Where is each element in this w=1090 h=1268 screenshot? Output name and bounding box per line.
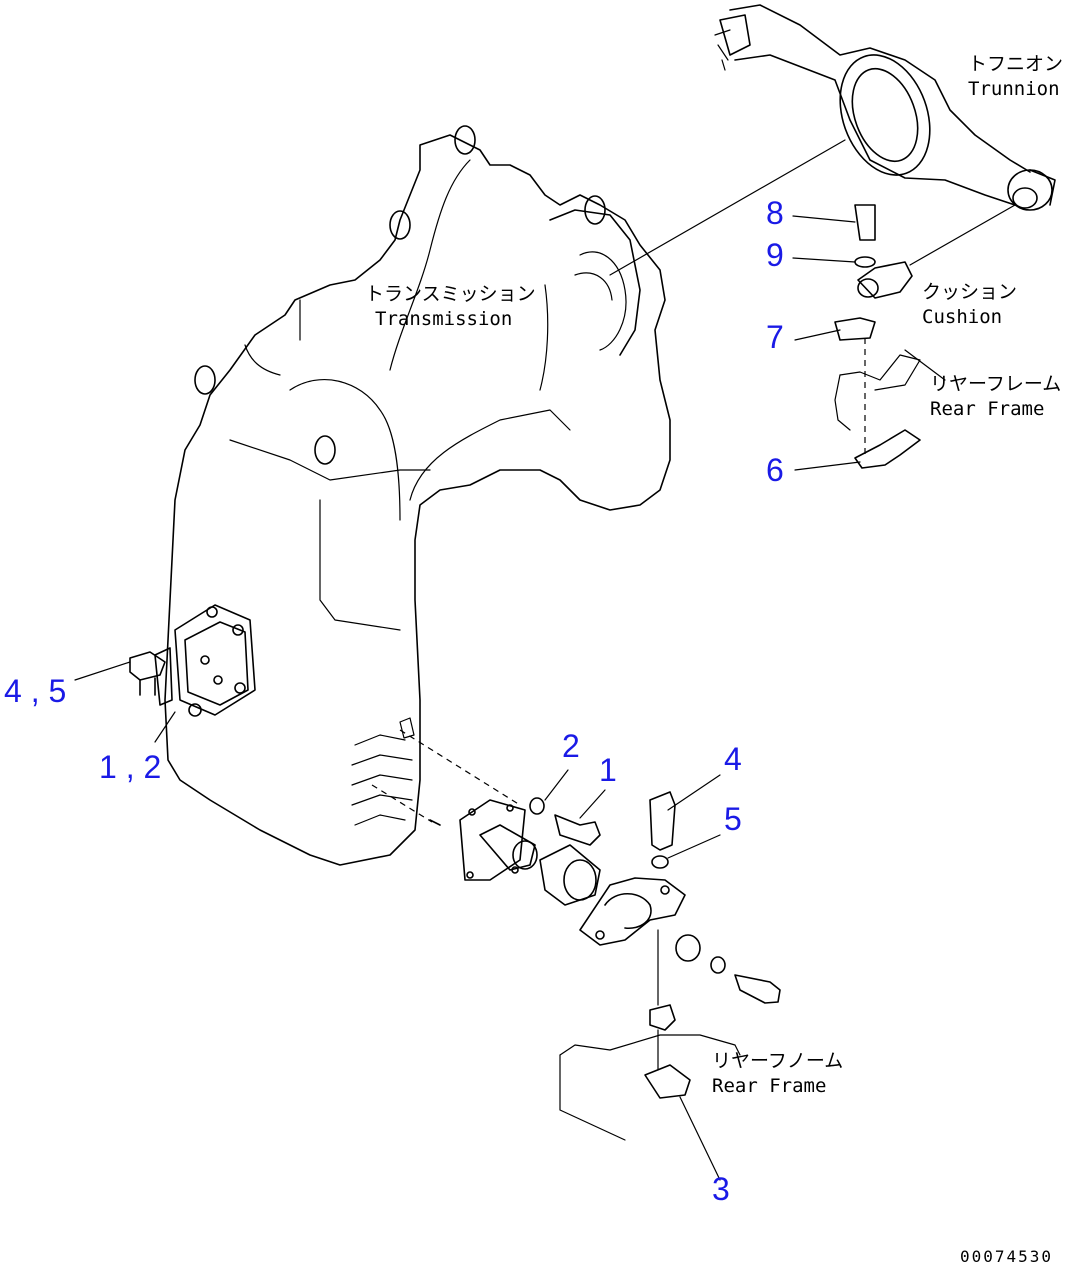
callout-7[interactable]: 7	[766, 319, 784, 355]
callout-6[interactable]: 6	[766, 452, 784, 488]
upper-rear-frame	[834, 204, 1016, 469]
transmission-label-en: Transmission	[375, 308, 512, 330]
front-mount-assembly	[371, 729, 781, 1006]
rear-frame-bottom-label-jp: リヤーフノーム	[712, 1050, 843, 1072]
callout-8[interactable]: 8	[766, 195, 784, 231]
drawing-code: 00074530	[960, 1247, 1053, 1266]
transmission-label-jp: トランスミッション	[365, 283, 536, 305]
callout-1[interactable]: 1	[599, 752, 617, 788]
cushion-label-jp: クッション	[922, 281, 1017, 303]
callout-3[interactable]: 3	[712, 1171, 730, 1207]
trunnion-label-jp: トフニオン	[968, 53, 1063, 75]
callout-4-5[interactable]: 4 , 5	[4, 673, 66, 709]
callout-leaders	[74, 215, 946, 859]
callout-9[interactable]: 9	[766, 237, 784, 273]
rear-frame-bottom-label-en: Rear Frame	[712, 1075, 826, 1097]
trunnion-part	[714, 4, 1056, 211]
left-flange-assembly	[129, 604, 256, 717]
cushion-label-en: Cushion	[922, 306, 1002, 328]
transmission-housing	[164, 125, 671, 866]
lower-rear-frame	[559, 1004, 741, 1181]
rear-frame-top-label-en: Rear Frame	[930, 398, 1044, 420]
rear-frame-top-label-jp: リヤーフレーム	[930, 373, 1061, 395]
callout-2[interactable]: 2	[562, 728, 580, 764]
trunnion-label-en: Trunnion	[968, 78, 1060, 100]
callout-4[interactable]: 4	[724, 741, 742, 777]
callout-1-2[interactable]: 1 , 2	[99, 749, 161, 785]
callout-5[interactable]: 5	[724, 801, 742, 837]
trunnion-leader	[609, 139, 846, 276]
